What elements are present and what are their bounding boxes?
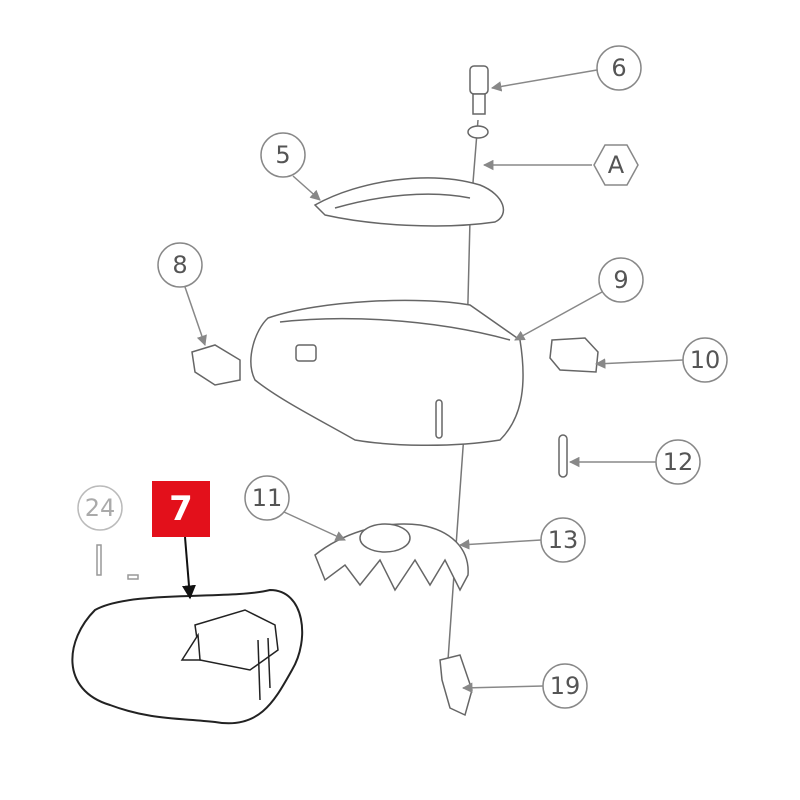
callout-8-label: 8 [172,251,187,279]
part-5-cover [313,177,505,227]
callout-9 [598,257,644,303]
part-10-clip [549,337,599,373]
callout-A-label: A [608,151,625,179]
callout-12-label: 12 [663,448,694,476]
part-7-sensor [180,609,279,701]
part-7-arrow [181,536,196,600]
callout-24-label: 24 [85,494,116,522]
part-24-screw [96,544,102,576]
callout-10 [682,337,728,383]
part-8-clip [191,344,241,386]
part-9-housing [250,299,524,447]
callout-13-label: 13 [548,526,579,554]
highlighted-part-7-label: 7 [152,481,210,537]
callout-5 [260,132,306,178]
part-6-connector [467,65,489,139]
callout-A [593,144,639,186]
part-12-pin [558,434,568,478]
callout-11-label: 11 [252,484,283,512]
callout-9-label: 9 [613,266,628,294]
callout-13 [540,517,586,563]
callout-10-label: 10 [690,346,721,374]
callout-12 [655,439,701,485]
callout-6 [596,45,642,91]
part-19-clamp [439,654,473,717]
callout-19 [542,663,588,709]
callout-19-label: 19 [550,672,581,700]
callout-6-label: 6 [611,54,626,82]
callout-8 [157,242,203,288]
callout-5-label: 5 [275,141,290,169]
callout-11 [244,475,290,521]
callout-24 [77,485,123,531]
part-11-bracket [314,523,469,592]
